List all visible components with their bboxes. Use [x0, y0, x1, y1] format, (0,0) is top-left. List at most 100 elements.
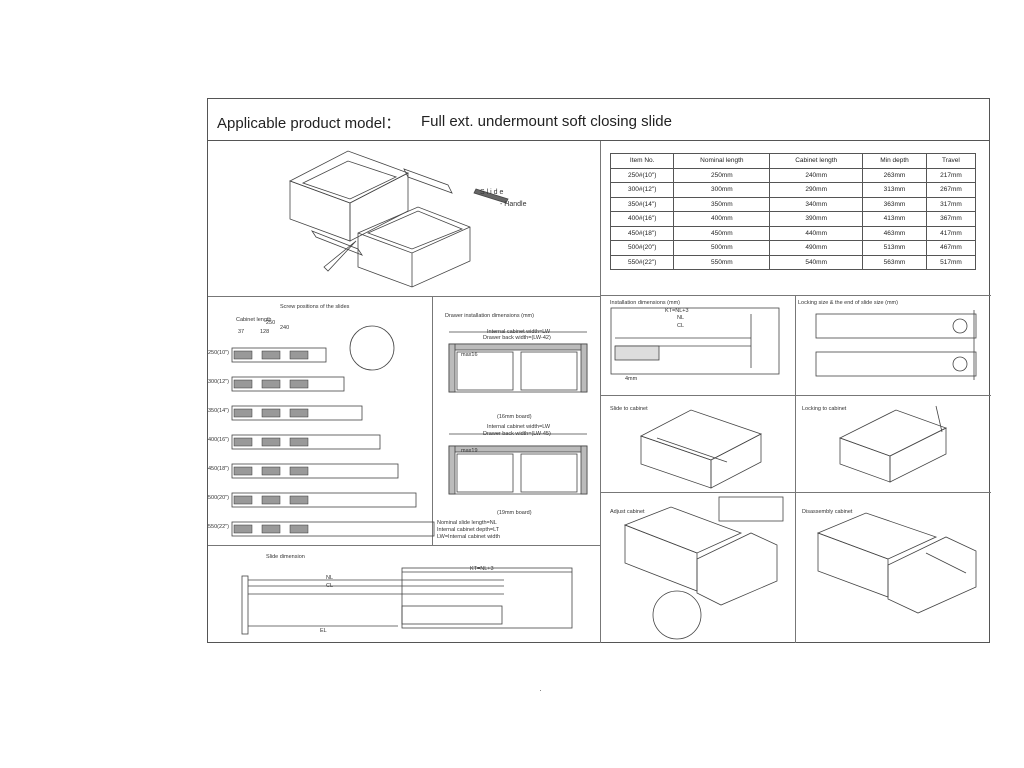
- spec-cell: 367mm: [925, 211, 977, 227]
- screw-size-label: 250(10"): [208, 350, 229, 356]
- screw-size-label: 400(16"): [208, 437, 229, 443]
- spec-cell: 350mm: [673, 196, 771, 212]
- scan-speck: [540, 690, 541, 691]
- sheet-header: Applicable product model： Full ext. unde…: [208, 99, 989, 141]
- inner-width-16: Internal cabinet width=LW: [487, 329, 551, 335]
- screw-slides-drawing: [231, 325, 435, 537]
- screw-positions-panel: Screw positions of the slides Cabinet le…: [208, 296, 435, 546]
- drawer-install-title: Drawer installation dimensions (mm): [445, 313, 534, 319]
- spec-column-header: Nominal length: [673, 153, 771, 169]
- board19-label: (19mm board): [497, 510, 532, 516]
- spec-cell: 563mm: [862, 254, 927, 270]
- spec-column-header: Item No.: [609, 153, 675, 169]
- spec-cell: 500mm: [673, 240, 771, 256]
- slide-strip: [231, 434, 381, 450]
- screw-size-label: 550(22"): [208, 524, 229, 530]
- screw-title: Screw positions of the slides: [280, 304, 350, 310]
- board16-label: (16mm board): [497, 414, 532, 420]
- slide-dimension-panel: Slide dimension KT=NL+3 NL CL EL: [208, 546, 601, 643]
- header-label: Applicable product model：: [217, 115, 401, 132]
- spec-cell: 390mm: [769, 211, 864, 227]
- spec-cell: 290mm: [769, 182, 864, 198]
- spec-cell: 217mm: [925, 167, 977, 183]
- install-nl-label: NL: [677, 315, 685, 321]
- dim-128: 128: [260, 329, 270, 335]
- legend-lt: Internal cabinet depth=LT: [437, 527, 500, 533]
- max16-label: max16: [461, 352, 478, 358]
- install-dims-drawing: [610, 307, 780, 375]
- back-width-19: Drawer back width=(LW-45): [483, 431, 551, 437]
- slide-label: S l i d e: [480, 189, 504, 196]
- product-model: Full ext. undermount soft closing slide: [421, 113, 672, 130]
- legend-lw: LW=Internal cabinet width: [437, 534, 501, 540]
- spec-cell: 550mm: [673, 254, 771, 270]
- locking-size-drawing: [815, 310, 977, 380]
- spec-cell: 340mm: [769, 196, 864, 212]
- screw-hole-group: [233, 495, 253, 505]
- spec-cell: 440mm: [769, 225, 864, 241]
- spec-cell: 540mm: [769, 254, 864, 270]
- slide-strip: [231, 347, 327, 363]
- spec-column-header: Min depth: [862, 153, 927, 169]
- slide-nl-label: NL: [326, 575, 334, 581]
- slide-strip: [231, 521, 435, 537]
- install-min-label: 4mm: [625, 376, 638, 382]
- install-dims-panel: Installation dimensions (mm) KT=NL+3 NL …: [601, 296, 796, 396]
- slide-strip: [231, 405, 363, 421]
- screw-hole-group: [233, 437, 253, 447]
- slide-to-cabinet-panel: Slide to cabinet: [601, 396, 796, 493]
- slide-to-cabinet-label: Slide to cabinet: [610, 406, 648, 412]
- spec-cell: 417mm: [925, 225, 977, 241]
- spec-cell: 400#(16"): [609, 211, 675, 227]
- slide-strip: [231, 492, 417, 508]
- screw-hole-group: [233, 466, 253, 476]
- cabinet-length-label: Cabinet length: [236, 317, 272, 323]
- spec-cell: 240mm: [769, 167, 864, 183]
- screw-hole-group: [261, 437, 281, 447]
- slide-to-cabinet-drawing: [639, 409, 763, 489]
- locking-size-panel: Locking size & the end of slide size (mm…: [796, 296, 991, 396]
- detail-circle: [349, 325, 395, 371]
- spec-cell: 250mm: [673, 167, 771, 183]
- spec-cell: 550#(22"): [609, 254, 675, 270]
- spec-cell: 467mm: [925, 240, 977, 256]
- spec-cell: 313mm: [862, 182, 927, 198]
- spec-cell: 490mm: [769, 240, 864, 256]
- screw-hole-group: [261, 466, 281, 476]
- spec-cell: 513mm: [862, 240, 927, 256]
- adjust-cabinet-label: Adjust cabinet: [610, 509, 645, 515]
- disassembly-cabinet-drawing: [816, 512, 977, 614]
- slide-dimension-drawing: [241, 567, 573, 635]
- spec-cell: 463mm: [862, 225, 927, 241]
- screw-hole-group: [261, 408, 281, 418]
- screw-hole-group: [289, 437, 309, 447]
- disassembly-cabinet-label: Disassembly cabinet: [802, 509, 853, 515]
- spec-cell: 350#(14"): [609, 196, 675, 212]
- screw-hole-group: [289, 466, 309, 476]
- adjust-cabinet-panel: Adjust cabinet: [601, 493, 796, 643]
- screw-hole-group: [261, 524, 281, 534]
- disassembly-cabinet-panel: Disassembly cabinet: [796, 493, 991, 643]
- screw-size-label: 350(14"): [208, 408, 229, 414]
- adjust-cabinet-drawing: [623, 496, 784, 640]
- screw-hole-group: [261, 495, 281, 505]
- screw-hole-group: [289, 495, 309, 505]
- screw-hole-group: [233, 408, 253, 418]
- screw-size-label: 300(12"): [208, 379, 229, 385]
- dim-250: 250: [266, 320, 276, 326]
- screw-hole-group: [289, 408, 309, 418]
- max19-label: max19: [461, 448, 478, 454]
- locking-to-cabinet-drawing: [838, 405, 948, 483]
- spec-cell: 250#(10"): [609, 167, 675, 183]
- spec-sheet: Applicable product model： Full ext. unde…: [207, 98, 991, 643]
- spec-cell: 263mm: [862, 167, 927, 183]
- install-dims-title: Installation dimensions (mm): [610, 300, 680, 306]
- spec-cell: 517mm: [925, 254, 977, 270]
